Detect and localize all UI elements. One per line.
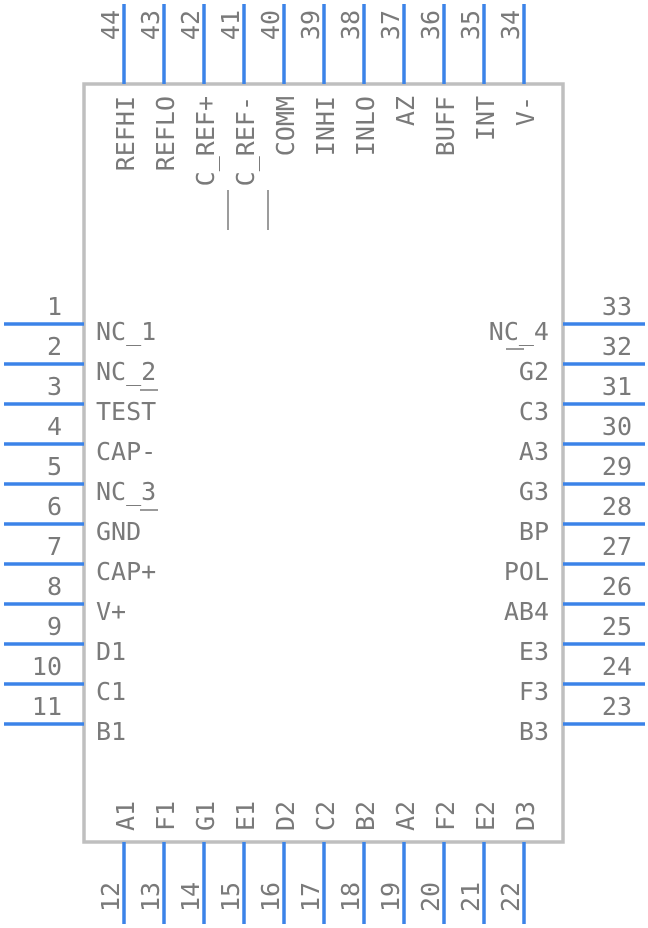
pin-label-5: NC_3 [96,477,156,506]
pin-label-21: E2 [471,801,500,831]
pin-number-2: 2 [47,332,62,361]
pin-number-15: 15 [216,882,245,912]
pin-number-34: 34 [496,10,525,40]
pin-number-23: 23 [602,692,632,721]
pin-number-27: 27 [602,532,632,561]
pin-label-18: B2 [351,801,380,831]
pin-number-25: 25 [602,612,632,641]
pin-number-19: 19 [376,882,405,912]
pin-number-1: 1 [47,292,62,321]
label-overlines [140,190,524,511]
pin-number-36: 36 [416,10,445,40]
pin-number-13: 13 [136,882,165,912]
pin-number-12: 12 [96,882,125,912]
pin-number-37: 37 [376,10,405,40]
pin-number-5: 5 [47,452,62,481]
pin-label-11: B1 [96,717,126,746]
pin-label-7: CAP+ [96,557,156,586]
pin-label-2: NC_2 [96,357,156,386]
pin-number-16: 16 [256,882,285,912]
pin-label-12: A1 [111,801,140,831]
pin-label-35: INT [471,96,500,141]
pin-label-32: G2 [519,357,549,386]
pin-label-41: C_REF- [231,96,260,186]
pin-number-20: 20 [416,882,445,912]
pin-label-39: INHI [311,96,340,156]
pin-number-35: 35 [456,10,485,40]
pin-label-15: E1 [231,801,260,831]
pin-label-1: NC_1 [96,317,156,346]
pin-label-22: D3 [511,801,540,831]
pin-label-10: C1 [96,677,126,706]
pin-label-43: REFLO [151,96,180,171]
pin-number-9: 9 [47,612,62,641]
pin-number-8: 8 [47,572,62,601]
pin-label-38: INLO [351,96,380,156]
pin-label-31: C3 [519,397,549,426]
pin-number-7: 7 [47,532,62,561]
pin-label-17: C2 [311,801,340,831]
pin-number-31: 31 [602,372,632,401]
pin-label-29: G3 [519,477,549,506]
pin-number-44: 44 [96,10,125,40]
pin-label-26: AB4 [504,597,549,626]
pin-label-40: COMM [271,96,300,156]
pin-label-6: GND [96,517,141,546]
pin-label-16: D2 [271,801,300,831]
pin-label-3: TEST [96,397,156,426]
pin-number-29: 29 [602,452,632,481]
pin-number-21: 21 [456,882,485,912]
pin-label-14: G1 [191,801,220,831]
pin-label-28: BP [519,517,549,546]
pin-label-8: V+ [96,597,126,626]
pin-label-13: F1 [151,801,180,831]
pin-number-39: 39 [296,10,325,40]
pin-number-3: 3 [47,372,62,401]
pin-number-43: 43 [136,10,165,40]
pin-number-40: 40 [256,10,285,40]
pin-label-36: BUFF [431,96,460,156]
pin-label-9: D1 [96,637,126,666]
pin-number-41: 41 [216,10,245,40]
pin-label-42: C_REF+ [191,96,220,186]
pin-number-17: 17 [296,882,325,912]
pin-label-25: E3 [519,637,549,666]
pin-label-24: F3 [519,677,549,706]
pin-label-37: AZ [391,96,420,126]
pin-number-10: 10 [32,652,62,681]
pin-number-24: 24 [602,652,632,681]
pin-label-30: A3 [519,437,549,466]
pin-number-38: 38 [336,10,365,40]
pin-number-6: 6 [47,492,62,521]
pin-number-33: 33 [602,292,632,321]
pin-label-20: F2 [431,801,460,831]
pin-label-27: POL [504,557,549,586]
pin-number-26: 26 [602,572,632,601]
pin-label-4: CAP- [96,437,156,466]
pin-label-23: B3 [519,717,549,746]
pin-label-44: REFHI [111,96,140,171]
pin-number-14: 14 [176,882,205,912]
pin-number-18: 18 [336,882,365,912]
pin-number-4: 4 [47,412,62,441]
pin-number-28: 28 [602,492,632,521]
pin-number-22: 22 [496,882,525,912]
pin-label-34: V- [511,96,540,126]
pin-number-11: 11 [32,692,62,721]
pin-number-42: 42 [176,10,205,40]
pin-number-30: 30 [602,412,632,441]
pin-label-19: A2 [391,801,420,831]
pin-label-33: NC_4 [489,317,549,346]
pin-number-32: 32 [602,332,632,361]
